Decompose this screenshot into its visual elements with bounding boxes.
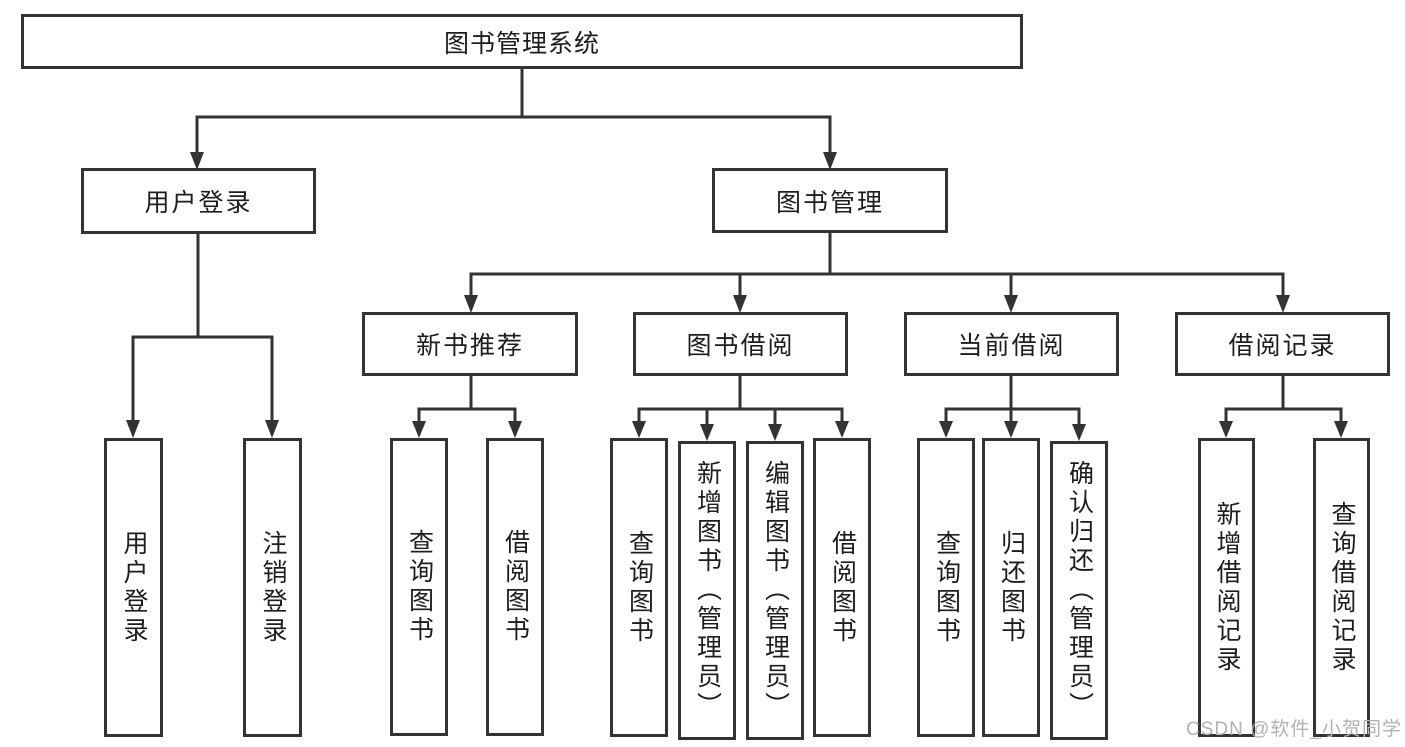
leaf-bb-borrow-books: 借阅图书 [813,438,871,737]
leaf-nb-query-books: 查询图书 [390,438,448,736]
node-new-book-rec-label: 新书推荐 [415,332,524,360]
leaf-bb-add-books-admin: 新增图书（管理员） [678,441,736,740]
leaf-logout-label: 注销登录 [259,529,287,646]
node-book-borrow: 图书借阅 [633,312,848,376]
leaf-cb-return-books: 归还图书 [982,438,1040,737]
leaf-bb-borrow-books-label: 借阅图书 [828,529,857,646]
leaf-br-query-record: 查询借阅记录 [1313,438,1370,737]
leaf-br-query-record-label: 查询借阅记录 [1328,500,1356,675]
leaf-bb-edit-books-admin-label: 编辑图书（管理员） [761,460,790,721]
arrowheads [126,152,1348,441]
leaf-bb-query-books-label: 查询图书 [625,529,654,646]
leaf-logout: 注销登录 [243,438,302,737]
leaf-user-login-label: 用户登录 [120,529,148,646]
leaf-cb-query-books: 查询图书 [917,438,975,737]
node-root-label: 图书管理系统 [443,29,600,58]
leaf-nb-borrow-books-label: 借阅图书 [501,529,530,645]
leaf-bb-query-books: 查询图书 [610,438,668,737]
leaf-br-add-record: 新增借阅记录 [1198,438,1255,737]
leaf-nb-borrow-books: 借阅图书 [486,438,544,736]
node-new-book-rec: 新书推荐 [362,312,578,376]
csdn-watermark: CSDN @软件_小贺同学 [1186,719,1402,740]
node-borrow-records-label: 借阅记录 [1228,332,1337,360]
node-user-login: 用户登录 [81,168,316,234]
node-current-borrow-label: 当前借阅 [957,332,1066,360]
node-book-mgmt: 图书管理 [712,168,948,233]
leaf-user-login: 用户登录 [104,438,163,737]
leaf-cb-query-books-label: 查询图书 [932,529,961,646]
leaf-bb-edit-books-admin: 编辑图书（管理员） [746,441,804,740]
leaf-cb-confirm-return-admin-label: 确认归还（管理员） [1065,460,1094,721]
node-borrow-records: 借阅记录 [1175,312,1390,376]
leaf-nb-query-books-label: 查询图书 [405,529,434,645]
node-user-login-label: 用户登录 [144,189,253,217]
leaf-cb-return-books-label: 归还图书 [997,529,1026,646]
node-book-borrow-label: 图书借阅 [686,332,795,360]
node-book-mgmt-label: 图书管理 [775,188,884,217]
node-root: 图书管理系统 [21,14,1023,69]
leaf-br-add-record-label: 新增借阅记录 [1213,500,1241,675]
leaf-bb-add-books-admin-label: 新增图书（管理员） [693,460,722,721]
leaf-cb-confirm-return-admin: 确认归还（管理员） [1050,441,1108,740]
node-current-borrow: 当前借阅 [904,312,1119,376]
